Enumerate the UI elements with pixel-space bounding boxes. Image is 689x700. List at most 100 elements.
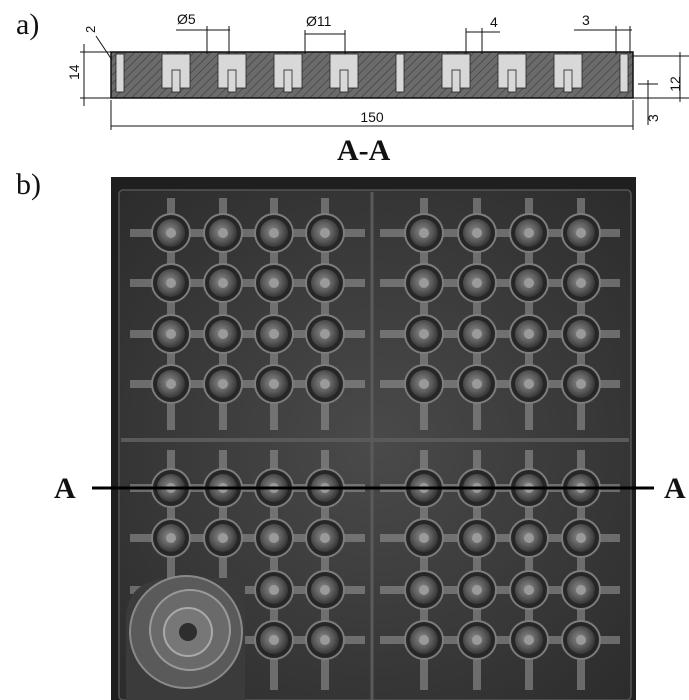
panel-b-label: b) [16,168,41,201]
cup-center [320,533,330,543]
cup-center [269,278,279,288]
cup-center [166,278,176,288]
dim-top-gap: 2 [83,26,98,33]
groove [115,53,125,93]
cup-center [524,533,534,543]
dim-large-hole: Ø11 [306,13,332,29]
groove-notch [507,69,517,93]
groove-group [115,53,629,93]
cup-center [524,379,534,389]
cup-center [524,278,534,288]
cup-center [218,278,228,288]
rail-horizontal [130,586,365,594]
cup-center [320,585,330,595]
cup-center [419,228,429,238]
cup-center [472,329,482,339]
cup-center [472,635,482,645]
dim-edge-offset: 3 [582,12,590,28]
cup-center [472,585,482,595]
cup-center [472,379,482,389]
rail-horizontal [380,380,620,388]
cup-center [269,329,279,339]
section-title: A-A [337,134,391,167]
cup-center [269,533,279,543]
rail-horizontal [130,279,365,287]
cup-center [576,635,586,645]
groove-notch [283,69,293,93]
rail-horizontal [380,279,620,287]
section-marker-right: A [664,472,686,505]
rail-horizontal [380,636,620,644]
section-marker-left: A [54,472,76,505]
plate-face [118,189,632,700]
cup-center [320,635,330,645]
dim-groove-depth: 12 [667,76,683,92]
groove [619,53,629,93]
cup-center [166,228,176,238]
spiral-feature [126,575,245,700]
cup-center [419,585,429,595]
cup-center [472,228,482,238]
cup-center [320,329,330,339]
cup-center [218,228,228,238]
cross-section: 2 Ø5 Ø11 4 3 14 12 3 150 [66,11,689,130]
cup-center [269,635,279,645]
cup-center [524,228,534,238]
cup-center [166,533,176,543]
rail-horizontal [130,380,365,388]
groove-notch [451,69,461,93]
dim-bottom-thickness: 3 [645,114,661,122]
dim-slot-width: 4 [490,14,498,30]
rail-horizontal [130,636,365,644]
cup-center [524,635,534,645]
cup-center [576,329,586,339]
cup-center [269,379,279,389]
cup-center [419,635,429,645]
panel-a-label: a) [16,8,40,41]
cup-center [419,329,429,339]
rail-vertical [167,450,175,690]
cup-center [269,585,279,595]
rail-horizontal [380,229,620,237]
dim-small-hole: Ø5 [177,11,196,27]
rail-horizontal [130,534,365,542]
cup-center [218,329,228,339]
section-body [110,51,634,99]
plate-photo [92,177,654,700]
cup-center [218,533,228,543]
cup-center [576,585,586,595]
cup-center [419,379,429,389]
cup-center [320,278,330,288]
rail-horizontal [380,534,620,542]
dim-overall-height: 14 [66,64,82,80]
cup-center [524,585,534,595]
cup-center [419,278,429,288]
cup-center [576,379,586,389]
cup-center [320,228,330,238]
rail-horizontal [380,330,620,338]
dim-total-length: 150 [360,109,384,125]
cup-center [320,379,330,389]
rail-vertical [219,450,227,690]
cup-center [576,278,586,288]
rail-horizontal [130,229,365,237]
cup-center [576,228,586,238]
cup-center [218,379,228,389]
rail-horizontal [130,330,365,338]
cup-center [166,329,176,339]
groove-notch [227,69,237,93]
groove-notch [171,69,181,93]
cup-center [472,278,482,288]
cup-center [472,533,482,543]
groove-notch [339,69,349,93]
groove [395,53,405,93]
rail-horizontal [380,586,620,594]
dimension-lines [80,26,689,130]
cup-center [419,533,429,543]
groove-notch [563,69,573,93]
cup-center [576,533,586,543]
cup-center [524,329,534,339]
cup-center [269,228,279,238]
